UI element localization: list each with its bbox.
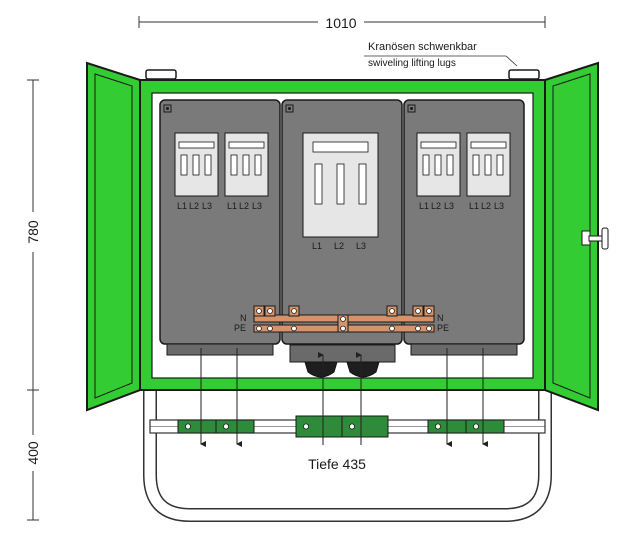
- n-label-left: N: [240, 313, 247, 323]
- svg-text:L1: L1: [312, 241, 322, 251]
- svg-text:L2: L2: [431, 201, 441, 211]
- svg-text:L1: L1: [227, 201, 237, 211]
- svg-text:L2: L2: [189, 201, 199, 211]
- svg-text:L3: L3: [444, 201, 454, 211]
- svg-text:L3: L3: [202, 201, 212, 211]
- depth-label: Tiefe 435: [308, 456, 366, 472]
- left-module: L1 L2 L3 L1 L2 L3: [159, 99, 281, 356]
- svg-text:L3: L3: [494, 201, 504, 211]
- svg-text:L2: L2: [239, 201, 249, 211]
- left-door: [86, 61, 141, 412]
- annotation-de: Kranösen schwenkbar: [368, 41, 477, 53]
- center-module: L1 L2 L3: [281, 99, 403, 345]
- width-label: 1010: [325, 15, 356, 31]
- height-base-label: 400: [25, 441, 41, 465]
- n-label-right: N: [437, 313, 444, 323]
- annotation-en: swiveling lifting lugs: [368, 58, 456, 69]
- right-module: L1 L2 L3 L1 L2 L3: [403, 99, 525, 356]
- rail-terminal-blocks: [177, 415, 505, 438]
- main-switch: L1 L2 L3: [302, 132, 379, 251]
- breaker-right-1: L1 L2 L3: [416, 132, 461, 211]
- svg-text:L2: L2: [481, 201, 491, 211]
- svg-text:L3: L3: [252, 201, 262, 211]
- cable-glands: [289, 344, 396, 378]
- dimension-width: 1010: [138, 13, 546, 31]
- svg-text:L1: L1: [177, 201, 187, 211]
- pe-label-left: PE: [234, 323, 246, 333]
- breaker-left-1: L1 L2 L3: [174, 132, 219, 211]
- svg-text:L2: L2: [334, 241, 344, 251]
- dimension-height: 780 400: [24, 79, 42, 521]
- lifting-lug-annotation: Kranösen schwenkbar swiveling lifting lu…: [364, 41, 518, 69]
- pe-label-right: PE: [437, 323, 449, 333]
- lifting-lug-left: [145, 69, 177, 80]
- cable-arrows: [200, 348, 488, 447]
- breaker-left-2: L1 L2 L3: [224, 132, 269, 211]
- svg-text:L1: L1: [419, 201, 429, 211]
- lifting-lug-right: [508, 69, 540, 80]
- svg-text:L3: L3: [356, 241, 366, 251]
- right-door: [544, 61, 609, 412]
- breaker-right-2: L1 L2 L3: [466, 132, 511, 211]
- busbars: N PE N PE: [234, 305, 449, 333]
- height-cabinet-label: 780: [25, 220, 41, 244]
- svg-text:L1: L1: [469, 201, 479, 211]
- base-frame: [143, 390, 552, 522]
